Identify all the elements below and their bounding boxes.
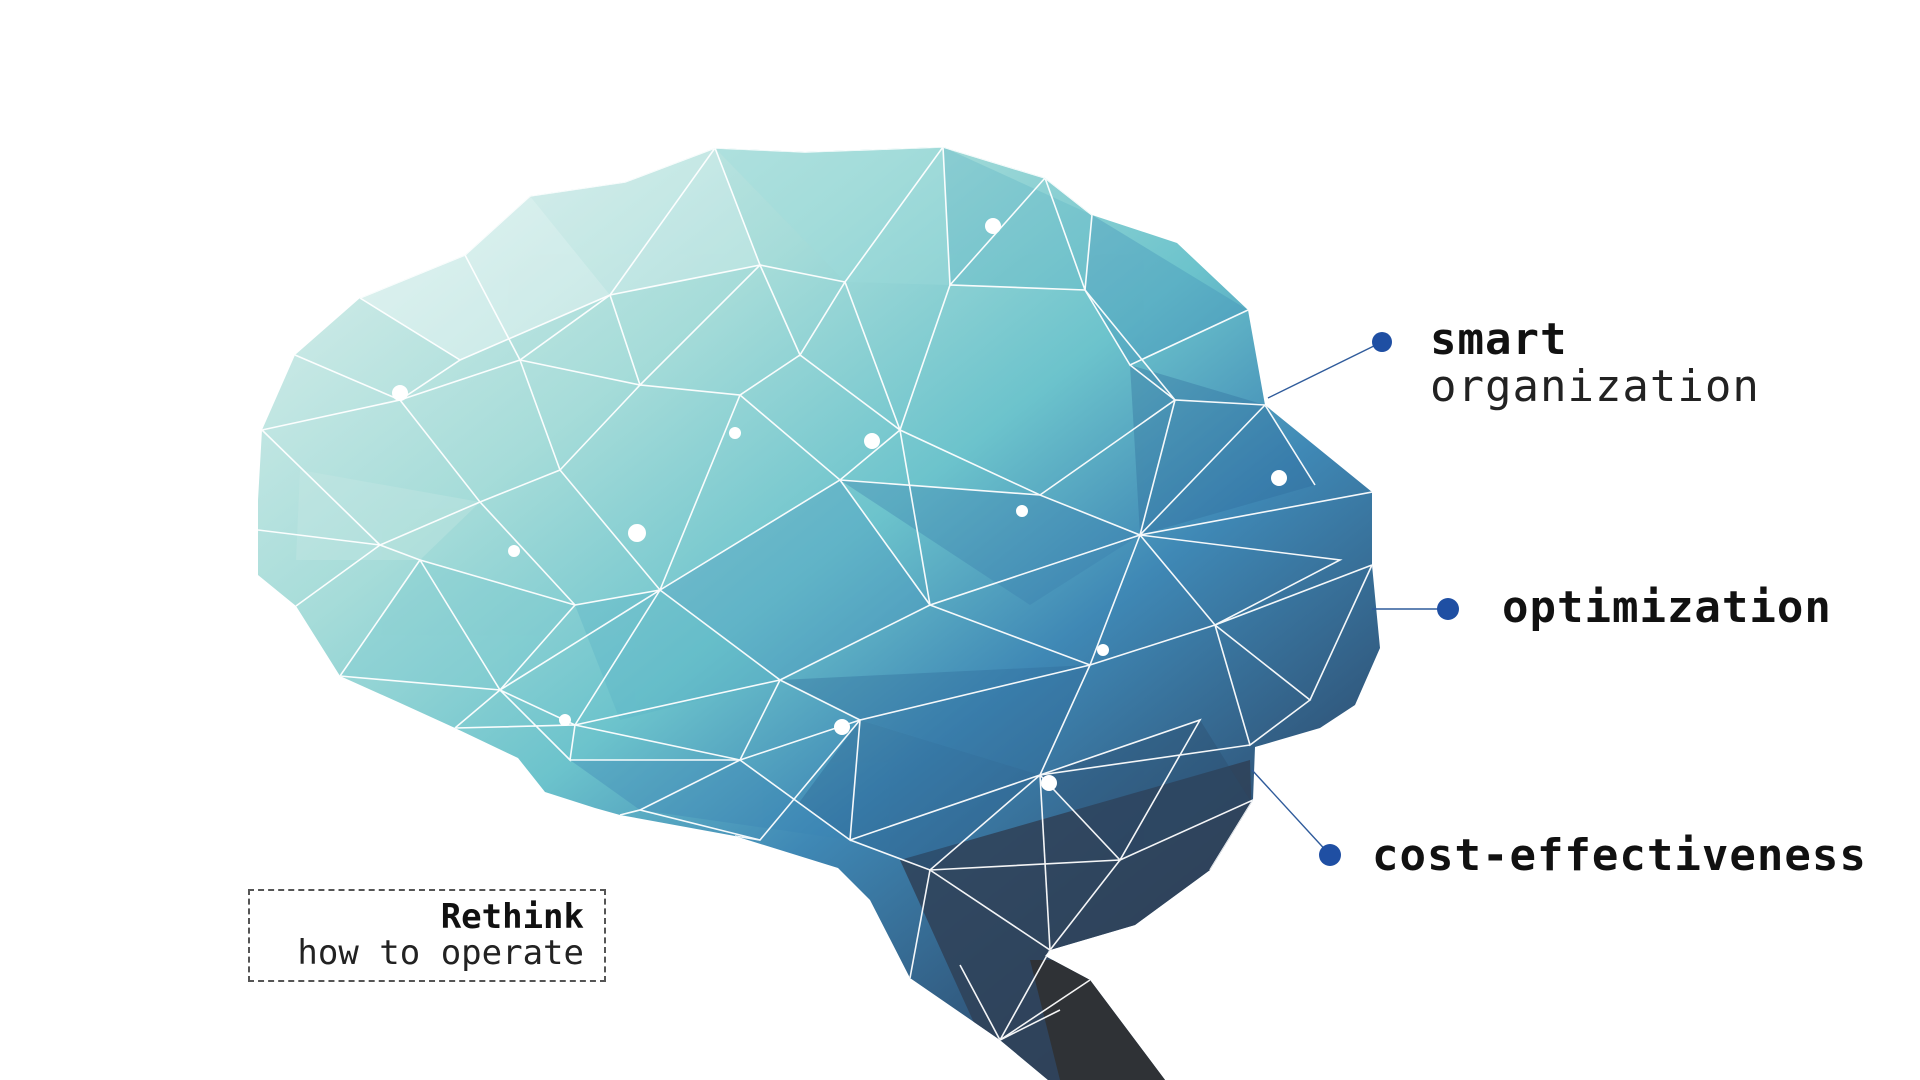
rethink-caption-box: Rethink how to operate bbox=[248, 889, 606, 982]
brain-body bbox=[258, 147, 1380, 1080]
node-dots bbox=[392, 218, 1287, 791]
label-smart-title: smart bbox=[1430, 314, 1568, 365]
label-optimization-title: optimization bbox=[1502, 582, 1832, 633]
rethink-title: Rethink bbox=[440, 897, 584, 937]
label-cost-title: cost-effectiveness bbox=[1372, 830, 1867, 881]
label-smart-organization: smart organization bbox=[1430, 318, 1760, 409]
rethink-subtitle: how to operate bbox=[297, 933, 584, 973]
connector-bullets bbox=[1319, 332, 1459, 866]
connector-lines bbox=[1251, 341, 1448, 856]
label-optimization: optimization bbox=[1502, 586, 1832, 630]
label-cost-effectiveness: cost-effectiveness bbox=[1372, 834, 1867, 878]
label-smart-subtitle: organization bbox=[1430, 361, 1760, 412]
